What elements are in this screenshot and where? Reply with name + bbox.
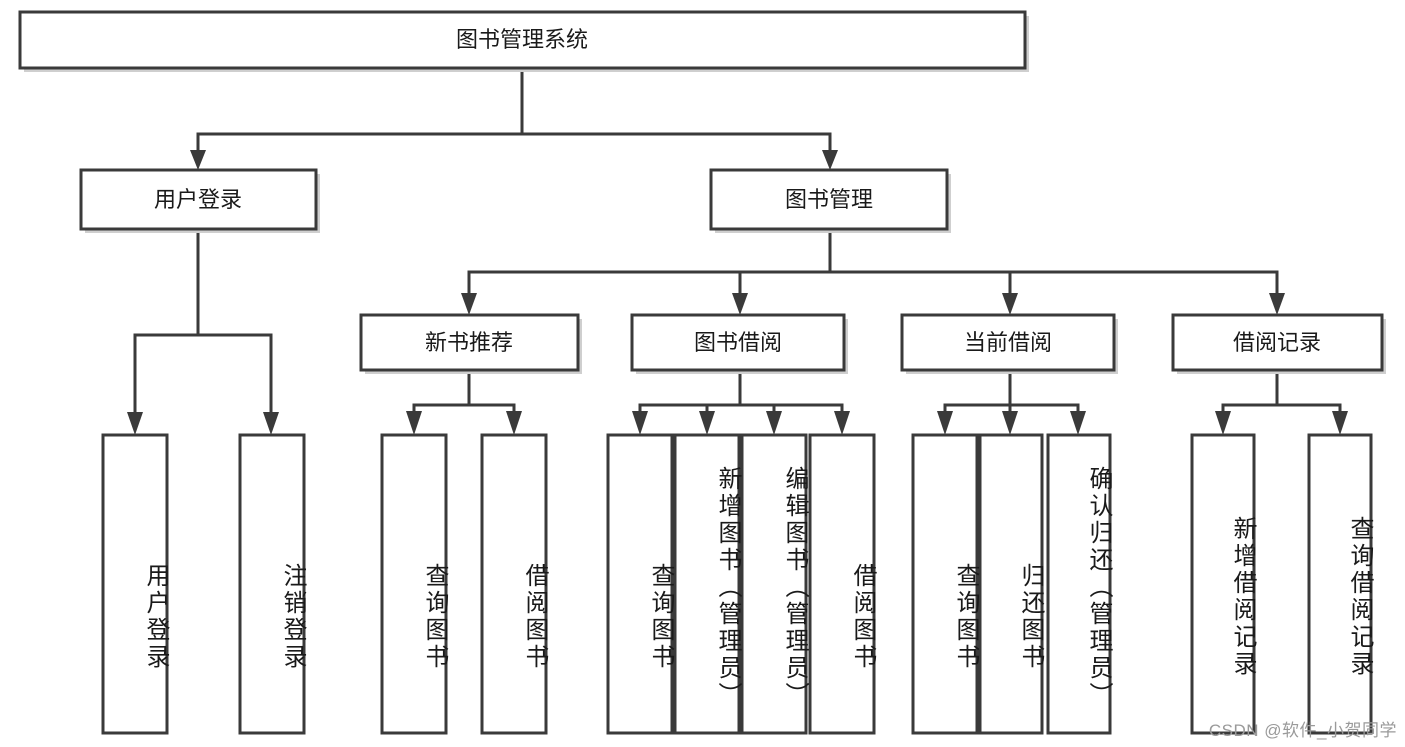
node-leaf-logout-login[interactable] [238, 433, 306, 735]
label-current-borrow: 当前借阅 [964, 330, 1052, 355]
arrow-head-leaf-return-book [1002, 411, 1018, 435]
node-leaf-query-book-3[interactable] [911, 433, 979, 735]
node-leaf-add-record[interactable] [1190, 433, 1256, 735]
label-user-login: 用户登录 [154, 187, 242, 212]
node-user-login[interactable] [79, 168, 318, 231]
arrow-head-leaf-query-book-2 [632, 411, 648, 435]
arrow-head-current-borrow [1002, 293, 1018, 315]
node-leaf-query-record[interactable] [1307, 433, 1373, 735]
arrow-head-book-borrow [732, 293, 748, 315]
node-leaf-return-book[interactable] [978, 433, 1044, 735]
root-node-label: 图书管理系统 [456, 27, 588, 52]
node-leaf-query-book-2[interactable] [606, 433, 674, 735]
node-leaf-query-book-1[interactable] [380, 433, 448, 735]
node-book-borrow[interactable] [630, 313, 846, 372]
node-borrow-record[interactable] [1171, 313, 1384, 372]
label-borrow-record: 借阅记录 [1233, 330, 1321, 355]
label-book-borrow: 图书借阅 [694, 330, 782, 355]
arrow-head-new-book-recommend [461, 293, 477, 315]
arrow-head-leaf-user-login [127, 412, 143, 435]
arrow-head-leaf-query-book-3 [937, 411, 953, 435]
node-new-book-recommend[interactable] [359, 313, 580, 372]
arrow-head-book-manage [822, 150, 838, 170]
arrow-head-leaf-borrow-book-1 [506, 411, 522, 435]
connector-layer [127, 66, 1348, 435]
node-current-borrow[interactable] [900, 313, 1116, 372]
arrow-head-user-login [190, 150, 206, 170]
node-leaf-borrow-book-1[interactable] [480, 433, 548, 735]
node-book-manage[interactable] [709, 168, 949, 231]
label-new-book-recommend: 新书推荐 [425, 330, 513, 355]
arrow-head-leaf-edit-book [766, 411, 782, 435]
node-leaf-edit-book[interactable] [740, 433, 808, 735]
arrow-head-leaf-add-record [1215, 411, 1231, 435]
node-layer: 图书管理系统 用户登录 图书管理 新书推荐 图书借阅 当前借阅 借阅记录 [18, 10, 1386, 735]
node-leaf-confirm-return[interactable] [1046, 433, 1112, 735]
arrow-head-leaf-query-record [1332, 411, 1348, 435]
node-leaf-borrow-book-2[interactable] [808, 433, 876, 735]
node-leaf-add-book[interactable] [673, 433, 741, 735]
node-leaf-user-login[interactable] [101, 433, 169, 735]
label-book-manage: 图书管理 [785, 187, 873, 212]
arrow-head-leaf-borrow-book-2 [834, 411, 850, 435]
csdn-watermark: CSDN @软件_小贺同学 [1208, 721, 1397, 740]
arrow-head-leaf-confirm-return [1070, 411, 1086, 435]
arrow-head-leaf-add-book [699, 411, 715, 435]
root-node-box[interactable] [18, 10, 1027, 70]
arrow-head-borrow-record [1269, 293, 1285, 315]
arrow-head-leaf-query-book-1 [406, 411, 422, 435]
arrow-head-leaf-logout-login [263, 412, 279, 435]
